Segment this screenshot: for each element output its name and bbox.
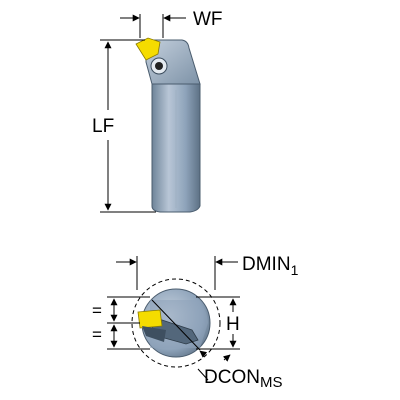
dcon-label: DCONMS xyxy=(204,367,282,391)
h-label: H xyxy=(226,314,240,335)
dcon-label-main: DCON xyxy=(204,367,260,388)
clamp-screw-socket xyxy=(155,62,163,70)
insert-yellow xyxy=(135,37,161,61)
end-view: DMIN1 H = = DCONMS xyxy=(92,254,299,391)
dcon-arrow xyxy=(199,350,208,358)
dcon-arrow-2 xyxy=(222,354,231,362)
dmin-label-main: DMIN xyxy=(242,254,291,275)
eq-label-bottom: = xyxy=(92,325,102,344)
lf-label: LF xyxy=(92,116,114,137)
dmin-circle xyxy=(131,278,221,368)
end-insert-yellow xyxy=(137,309,163,329)
dcon-leader-tail xyxy=(197,368,209,381)
end-insert-seat xyxy=(142,326,166,342)
dmin-label: DMIN1 xyxy=(242,254,299,278)
dcon-label-sub: MS xyxy=(260,374,283,391)
eq-label-top: = xyxy=(92,301,102,320)
dmin-label-sub: 1 xyxy=(291,262,299,278)
dcon-diameter-line xyxy=(151,299,201,351)
top-view: WF LF xyxy=(92,9,223,213)
wf-label: WF xyxy=(193,9,223,30)
